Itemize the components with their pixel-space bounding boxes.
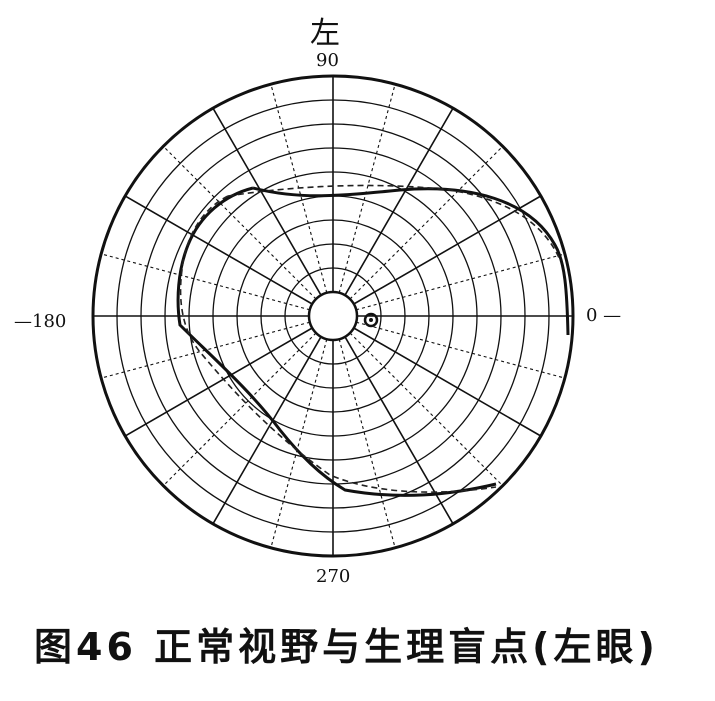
outer-circle <box>91 74 575 558</box>
inner-dashed-boundary <box>179 184 561 493</box>
radial-spokes <box>93 76 573 556</box>
grid-spoke <box>212 107 322 296</box>
grid-spoke <box>124 195 313 305</box>
grid-spoke <box>162 145 317 300</box>
eye-label: 左 <box>310 16 340 51</box>
degree-label-180: —180 <box>14 311 67 332</box>
grid-spoke <box>101 253 310 311</box>
grid-spoke <box>356 253 565 311</box>
grid-spoke <box>353 195 542 305</box>
grid-spoke <box>270 339 328 548</box>
figure-caption: 图46 正常视野与生理盲点(左眼) <box>34 625 659 669</box>
grid-spoke <box>124 327 313 437</box>
grid-spoke <box>212 336 322 525</box>
center-circle <box>307 290 359 342</box>
grid-spoke <box>356 321 565 379</box>
degree-label-90: 90 <box>316 50 339 71</box>
grid-spoke <box>349 332 504 487</box>
grid-spoke <box>349 145 504 300</box>
grid-spoke <box>338 339 396 548</box>
degree-label-0: 0 — <box>586 305 622 326</box>
grid-spoke <box>162 332 317 487</box>
grid-spoke <box>353 327 542 437</box>
grid-spoke <box>344 107 454 296</box>
degree-label-270: 270 <box>316 566 351 587</box>
blind-spot <box>363 312 379 328</box>
grid-spoke <box>338 84 396 293</box>
